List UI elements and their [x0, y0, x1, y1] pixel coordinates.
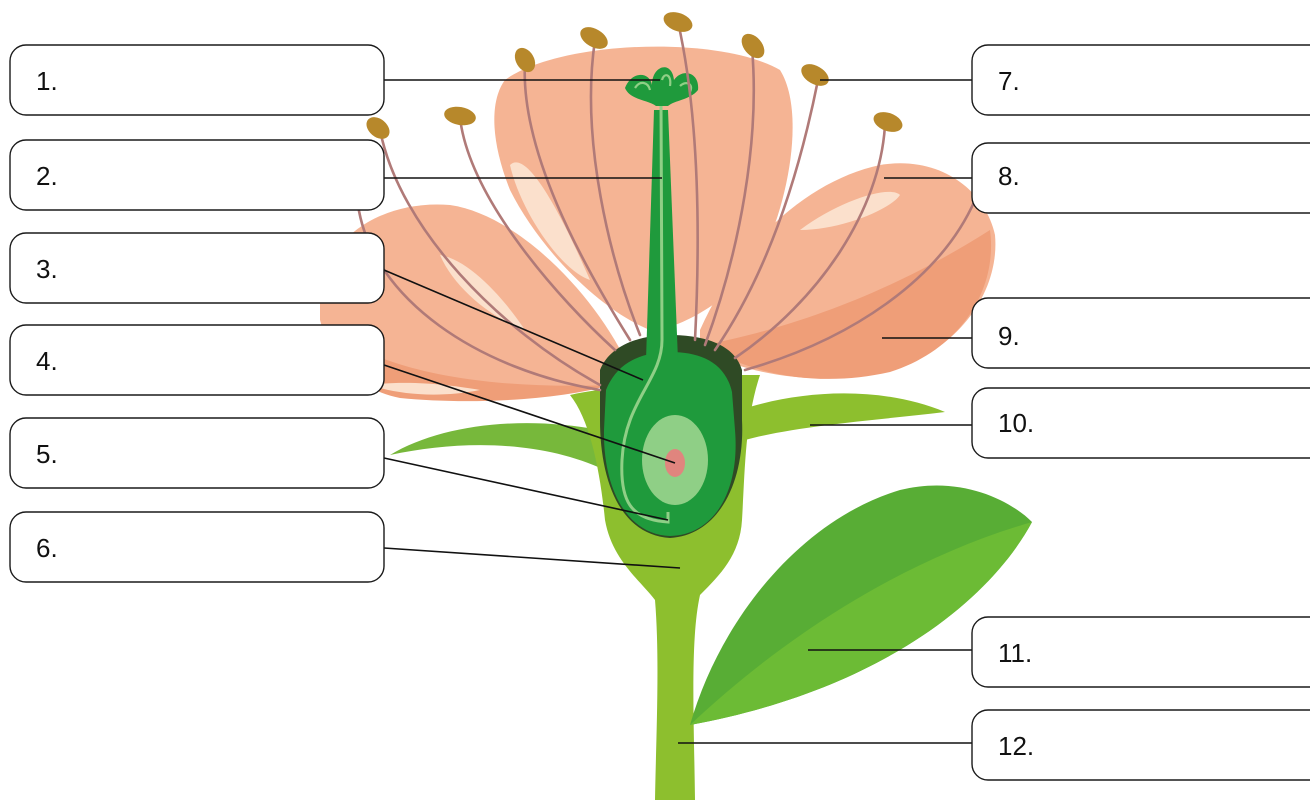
label-box-1[interactable]	[10, 45, 384, 115]
sepal-left	[390, 423, 605, 470]
label-1[interactable]: 1.	[10, 45, 384, 115]
label-text-11: 11.	[998, 638, 1032, 668]
label-text-1: 1.	[36, 66, 58, 96]
label-8[interactable]: 8.	[972, 143, 1310, 213]
label-text-3: 3.	[36, 254, 58, 284]
label-text-9: 9.	[998, 321, 1020, 351]
label-box-5[interactable]	[10, 418, 384, 488]
label-text-4: 4.	[36, 346, 58, 376]
label-11[interactable]: 11.	[972, 617, 1310, 687]
label-box-7[interactable]	[972, 45, 1310, 115]
label-box-8[interactable]	[972, 143, 1310, 213]
label-box-6[interactable]	[10, 512, 384, 582]
label-12[interactable]: 12.	[972, 710, 1310, 780]
anther	[443, 104, 478, 127]
label-5[interactable]: 5.	[10, 418, 384, 488]
sepal-right	[740, 393, 945, 440]
label-box-4[interactable]	[10, 325, 384, 395]
label-box-2[interactable]	[10, 140, 384, 210]
label-text-6: 6.	[36, 533, 58, 563]
label-text-5: 5.	[36, 439, 58, 469]
label-text-8: 8.	[998, 161, 1020, 191]
label-4[interactable]: 4.	[10, 325, 384, 395]
label-2[interactable]: 2.	[10, 140, 384, 210]
label-9[interactable]: 9.	[972, 298, 1310, 368]
anther	[362, 113, 393, 144]
label-text-2: 2.	[36, 161, 58, 191]
label-7[interactable]: 7.	[972, 45, 1310, 115]
label-text-7: 7.	[998, 66, 1020, 96]
label-6[interactable]: 6.	[10, 512, 384, 582]
label-text-10: 10.	[998, 408, 1034, 438]
label-box-3[interactable]	[10, 233, 384, 303]
label-3[interactable]: 3.	[10, 233, 384, 303]
label-box-9[interactable]	[972, 298, 1310, 368]
anther	[871, 108, 905, 135]
anther	[661, 8, 695, 35]
anther	[798, 60, 833, 91]
label-text-12: 12.	[998, 731, 1034, 761]
label-10[interactable]: 10.	[972, 388, 1310, 458]
